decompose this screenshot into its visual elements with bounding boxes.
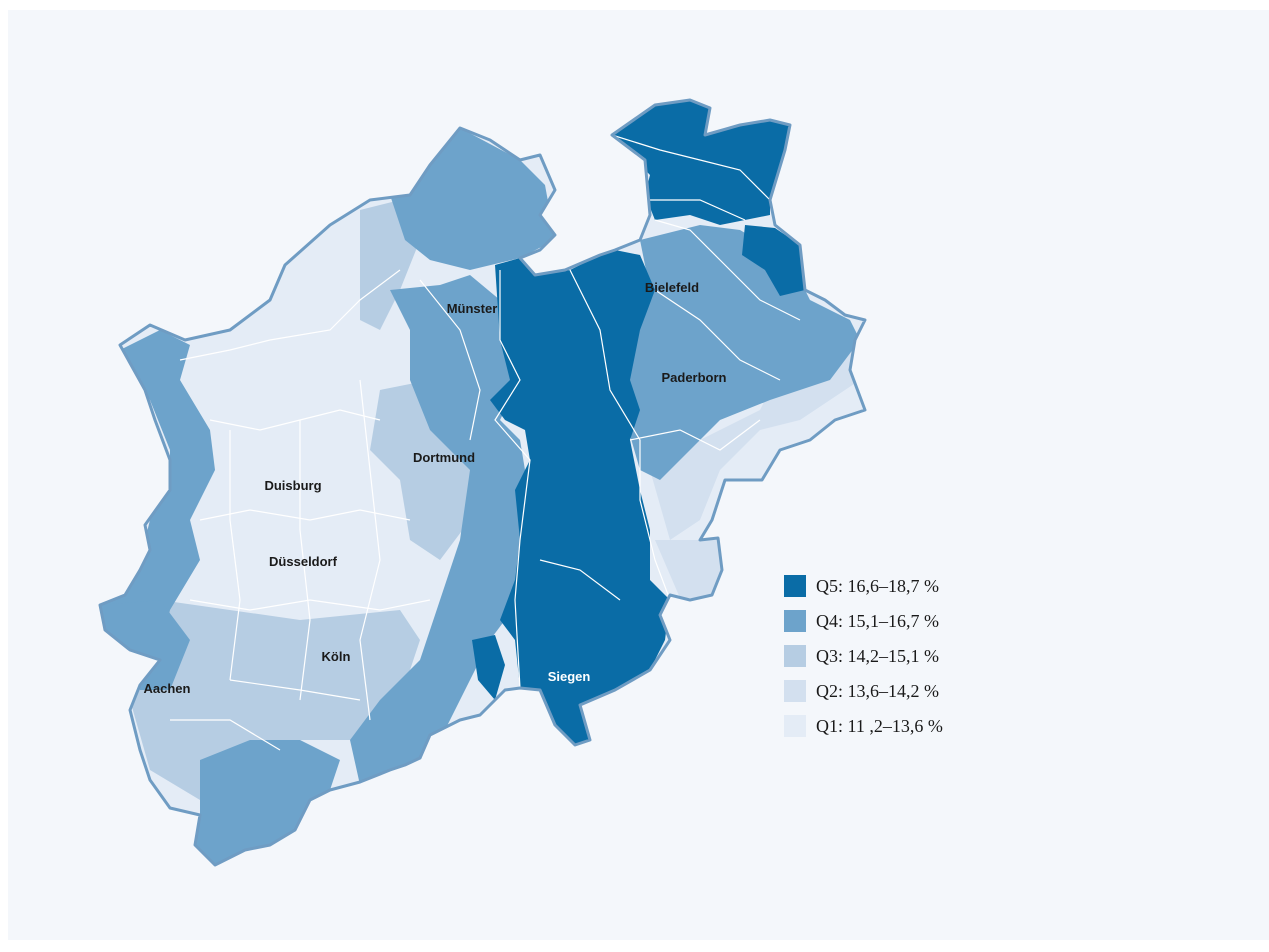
region-q4-aachen (100, 600, 190, 690)
legend-item-q5: Q5: 16,6–18,7 % (784, 575, 943, 597)
region-q5-north (612, 100, 790, 225)
legend-label: Q3: 14,2–15,1 % (816, 645, 939, 666)
legend-label: Q5: 16,6–18,7 % (816, 575, 939, 596)
legend-label: Q4: 15,1–16,7 % (816, 610, 939, 631)
region-q2-southeast (655, 540, 722, 598)
region-q4-west (100, 330, 215, 650)
region-fills (100, 100, 860, 865)
region-q5-center (490, 250, 670, 745)
legend-swatch (784, 715, 806, 737)
legend-label: Q1: 11 ,2–13,6 % (816, 715, 943, 736)
city-label-paderborn: Paderborn (661, 370, 726, 385)
city-label-bielefeld: Bielefeld (645, 280, 699, 295)
legend-swatch (784, 645, 806, 667)
city-label-muenster: Münster (447, 301, 498, 316)
region-borders (170, 134, 801, 751)
region-q1-west (180, 270, 440, 620)
legend-swatch (784, 680, 806, 702)
nrw-choropleth-map: Bielefeld Münster Paderborn Dortmund Dui… (98, 98, 867, 867)
city-label-duisburg: Duisburg (264, 478, 321, 493)
region-q3-south (130, 600, 420, 800)
legend-item-q4: Q4: 15,1–16,7 % (784, 610, 943, 632)
region-q2-east (650, 340, 860, 540)
city-label-koeln: Köln (322, 649, 351, 664)
region-q5-south-small (472, 635, 505, 700)
legend-swatch (784, 610, 806, 632)
city-label-aachen: Aachen (144, 681, 191, 696)
legend-item-q2: Q2: 13,6–14,2 % (784, 680, 943, 702)
legend-item-q3: Q3: 14,2–15,1 % (784, 645, 943, 667)
region-q4-muenster (350, 275, 530, 785)
city-label-duesseldorf: Düsseldorf (269, 554, 338, 569)
region-q1-east (690, 390, 860, 500)
city-label-siegen: Siegen (548, 669, 591, 684)
region-q5-northeast (742, 225, 805, 296)
city-label-dortmund: Dortmund (413, 450, 475, 465)
map-frame: Bielefeld Münster Paderborn Dortmund Dui… (8, 10, 1269, 940)
legend: Q5: 16,6–18,7 % Q4: 15,1–16,7 % Q3: 14,2–1… (784, 575, 943, 751)
legend-item-q1: Q1: 11 ,2–13,6 % (784, 715, 943, 737)
legend-swatch (784, 575, 806, 597)
region-q4-southwest (195, 740, 340, 865)
legend-label: Q2: 13,6–14,2 % (816, 680, 939, 701)
